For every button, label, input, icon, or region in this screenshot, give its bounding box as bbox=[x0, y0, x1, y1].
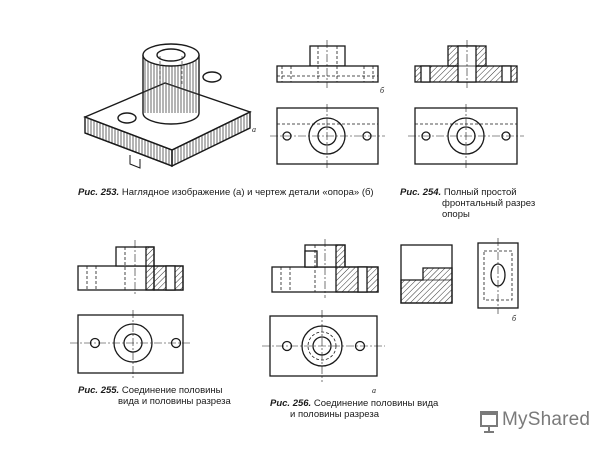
caption-fig255-line1: Соединение половины bbox=[121, 385, 223, 396]
caption-fig255: Рис. 255. Соединение половины вида и пол… bbox=[78, 385, 268, 407]
front-section-254 bbox=[414, 40, 518, 88]
caption-fig253-text: Наглядное изображение (а) и чертеж детал… bbox=[121, 187, 374, 198]
caption-fig256-number: Рис. 256. bbox=[270, 398, 312, 409]
top-view-255 bbox=[70, 310, 190, 378]
label-b-256: б bbox=[512, 314, 517, 323]
top-view-253 bbox=[270, 104, 385, 168]
caption-fig255-line2: вида и половины разреза bbox=[118, 396, 231, 407]
caption-fig255-number: Рис. 255. bbox=[78, 385, 120, 396]
logo-text: MyShared bbox=[502, 409, 591, 430]
label-a-253: а bbox=[252, 125, 256, 134]
caption-fig254-line2: фронтальный разрез bbox=[442, 198, 536, 209]
half-section-front-255 bbox=[77, 240, 184, 296]
caption-fig256-line1: Соединение половины вида bbox=[313, 398, 439, 409]
top-view-256 bbox=[262, 310, 385, 382]
isometric-support-part bbox=[83, 43, 252, 169]
caption-fig254-line1: Полный простой bbox=[443, 187, 517, 198]
label-b-253: б bbox=[380, 86, 385, 95]
caption-fig254-number: Рис. 254. bbox=[400, 187, 442, 198]
half-section-front-256 bbox=[271, 239, 379, 298]
top-view-254 bbox=[408, 104, 524, 168]
side-view-256b-right bbox=[477, 238, 519, 314]
caption-fig253: Рис. 253. Наглядное изображение (а) и че… bbox=[78, 187, 398, 198]
label-a-256: а bbox=[372, 386, 376, 395]
caption-fig256-line2: и половины разреза bbox=[290, 409, 379, 420]
caption-fig253-number: Рис. 253. bbox=[78, 187, 120, 198]
myshared-logo: MyShared bbox=[476, 407, 594, 437]
caption-fig256: Рис. 256. Соединение половины вида и пол… bbox=[270, 398, 470, 420]
caption-fig254: Рис. 254. Полный простой фронтальный раз… bbox=[400, 187, 540, 220]
front-view-253 bbox=[276, 40, 379, 88]
caption-fig254-line3: опоры bbox=[442, 209, 470, 220]
projector-screen-icon bbox=[480, 411, 498, 433]
side-view-256b-left bbox=[400, 244, 453, 304]
